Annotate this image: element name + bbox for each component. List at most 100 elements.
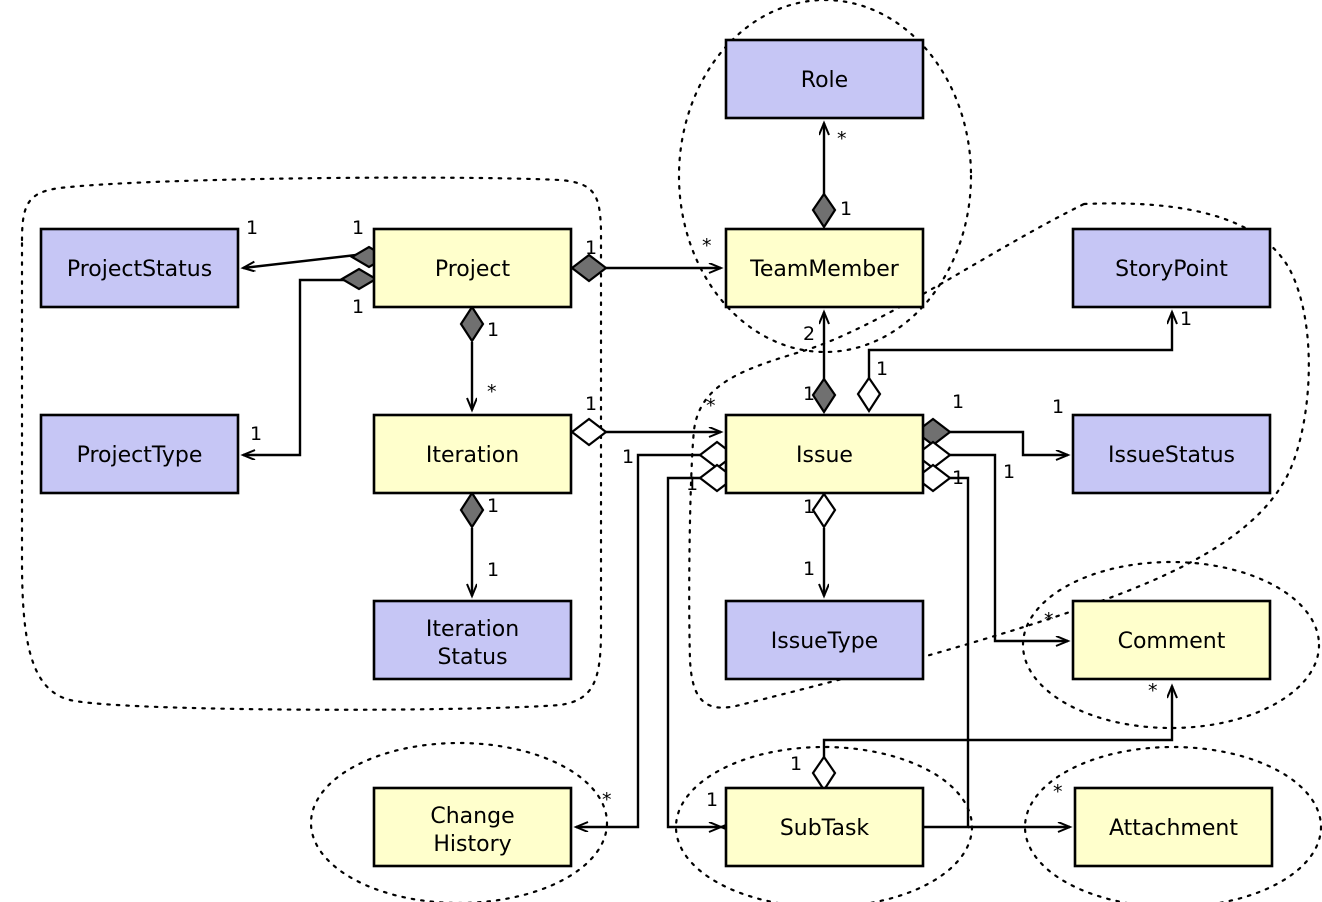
class-label-role: Role <box>801 68 848 93</box>
aggregation-diamond-iteration-issue <box>570 417 608 447</box>
composition-diamond-project-teammember <box>570 253 608 283</box>
boundary-project-package <box>20 176 603 711</box>
class-box-rect-teammember[interactable] <box>724 227 925 309</box>
class-label-project: Project <box>435 257 511 282</box>
class-box-projectstatus[interactable]: ProjectStatus <box>39 227 240 309</box>
relationship-edges <box>243 123 1172 827</box>
multiplicity-label-m-ps-1: 1 <box>246 217 258 239</box>
composition-diamond-project-iteration <box>459 304 485 344</box>
class-box-attachment[interactable]: Attachment <box>1073 786 1274 868</box>
class-box-issue[interactable]: Issue <box>724 413 925 495</box>
class-box-teammember[interactable]: TeamMember <box>724 227 925 309</box>
class-label-subtask: SubTask <box>780 816 870 841</box>
multiplicity-label-m-it-1: 1 <box>585 393 597 415</box>
class-box-rect-role[interactable] <box>724 38 925 120</box>
multiplicity-label-m-it-low1: 1 <box>622 446 634 468</box>
composition-diamond-issue-teammember <box>811 377 837 415</box>
multiplicity-label-m-iss-tm: 1 <box>803 383 815 405</box>
boundary-issue-package <box>688 202 1310 709</box>
class-label-changehistory: History <box>433 832 511 857</box>
boundary-changehistory-package <box>309 741 609 902</box>
boundary-comment-package <box>1021 560 1321 730</box>
multiplicity-label-m-iss-star: * <box>706 395 716 417</box>
multiplicity-label-m-pj-it: 1 <box>487 319 499 341</box>
class-box-comment[interactable]: Comment <box>1071 599 1272 681</box>
multiplicity-label-m-pj-a1: 1 <box>352 217 364 239</box>
multiplicity-label-m-cmt-star: * <box>1044 609 1054 631</box>
multiplicity-label-m-tm-2: 2 <box>803 323 815 345</box>
boundary-attachment-package <box>1023 745 1322 902</box>
class-label-issuestatus: IssueStatus <box>1108 443 1235 468</box>
multiplicity-label-m-istatus-1: 1 <box>487 559 499 581</box>
class-label-issuetype: IssueType <box>771 629 878 654</box>
composition-diamond-project-projecttype <box>339 267 379 291</box>
class-label-attachment: Attachment <box>1109 816 1238 841</box>
class-label-changehistory: Change <box>430 804 514 829</box>
multiplicity-label-m-it-star: * <box>487 381 497 403</box>
aggregation-diamond-issue-issuetype <box>811 492 837 530</box>
class-box-projecttype[interactable]: ProjectType <box>39 413 240 495</box>
class-box-rect-subtask[interactable] <box>724 786 925 868</box>
edge-issue-changehistory <box>576 453 703 827</box>
aggregation-diamond-issue-comment <box>914 440 952 470</box>
multiplicity-label-m-role-1: 1 <box>840 198 852 220</box>
class-box-rect-changehistory[interactable] <box>372 786 573 868</box>
class-box-role[interactable]: Role <box>724 38 925 120</box>
class-box-rect-projecttype[interactable] <box>39 413 240 495</box>
boundary-team-package <box>677 0 973 354</box>
class-label-storypoint: StoryPoint <box>1115 257 1228 282</box>
multiplicity-label-m-iss-sp: 1 <box>876 358 888 380</box>
class-box-rect-iterationstatus[interactable] <box>372 599 573 681</box>
multiplicity-label-m-iss-sub: 1 <box>952 467 964 489</box>
class-label-issue: Issue <box>796 443 853 468</box>
aggregation-diamond-subtask-comment <box>811 755 837 793</box>
class-box-storypoint[interactable]: StoryPoint <box>1071 227 1272 309</box>
multiplicity-label-m-iss-istat: 1 <box>952 391 964 413</box>
edge-issue-storypoint <box>867 312 1172 380</box>
class-label-iterationstatus: Iteration <box>426 617 519 642</box>
multiplicity-label-m-cmt-up-star: * <box>1148 680 1158 702</box>
multiplicity-label-m-ity-1: 1 <box>803 558 815 580</box>
class-box-rect-issuestatus[interactable] <box>1071 413 1272 495</box>
composition-diamond-teammember-role <box>811 192 837 230</box>
edge-issue-issuestatus <box>948 430 1068 455</box>
composition-diamond-issue-issuestatus <box>914 417 952 447</box>
class-box-rect-issue[interactable] <box>724 413 925 495</box>
class-box-rect-issuetype[interactable] <box>724 599 925 681</box>
multiplicity-label-m-tm-role: * <box>837 128 847 150</box>
class-box-rect-projectstatus[interactable] <box>39 227 240 309</box>
class-label-projectstatus: ProjectStatus <box>67 257 212 282</box>
multiplicity-label-m-it-stat: 1 <box>487 495 499 517</box>
multiplicity-label-m-tm-star: * <box>702 235 712 257</box>
package-boundaries <box>20 0 1322 902</box>
class-box-rect-project[interactable] <box>372 227 573 309</box>
multiplicity-label-m-sp-1: 1 <box>1180 308 1192 330</box>
multiplicity-label-m-istat-1: 1 <box>1052 396 1064 418</box>
composition-diamond-iteration-iterationstatus <box>459 490 485 530</box>
class-box-rect-storypoint[interactable] <box>1071 227 1272 309</box>
class-box-project[interactable]: Project <box>372 227 573 309</box>
class-box-rect-comment[interactable] <box>1071 599 1272 681</box>
class-box-subtask[interactable]: SubTask <box>724 786 925 868</box>
class-box-issuetype[interactable]: IssueType <box>724 599 925 681</box>
class-label-projecttype: ProjectType <box>77 443 203 468</box>
multiplicity-label-m-att-star: * <box>1053 781 1063 803</box>
edge-issue-comment <box>948 453 1068 641</box>
aggregation-diamond-issue-storypoint <box>856 376 882 414</box>
multiplicity-label-m-sub-1: 1 <box>706 789 718 811</box>
class-label-teammember: TeamMember <box>749 257 900 282</box>
multiplicity-label-m-pt-1: 1 <box>250 423 262 445</box>
class-box-rect-attachment[interactable] <box>1073 786 1274 868</box>
edge-subtask-comment <box>822 686 1172 775</box>
multiplicity-label-m-ch-1: 1 <box>686 473 698 495</box>
class-box-iteration[interactable]: Iteration <box>372 413 573 495</box>
edge-project-projecttype <box>243 278 356 455</box>
class-box-rect-iteration[interactable] <box>372 413 573 495</box>
class-box-issuestatus[interactable]: IssueStatus <box>1071 413 1272 495</box>
